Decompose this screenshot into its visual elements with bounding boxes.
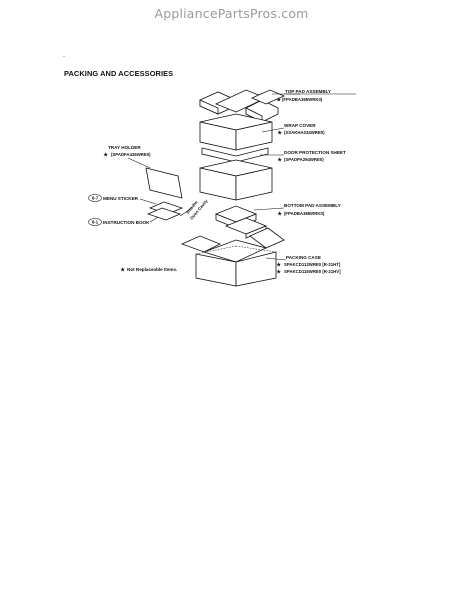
tray-holder-part-no: (SPADFA436WRE0) [111,152,151,157]
into-oven-arrow [185,205,195,213]
top-pad-label: TOP PAD ASSEMBLY [285,89,331,94]
star-icon: ★ [120,267,125,274]
star-icon: ★ [276,262,281,269]
legend-text: Not Replaceable Items. [127,267,177,272]
packing-case-part-no-2: SPAKCD115WRE0 [R-21HV] [284,269,341,274]
wrap-cover-label: WRAP COVER [284,123,316,128]
star-icon: ★ [277,157,282,164]
door-protection-part-no: (SPADPA294WRE0) [284,157,324,162]
top-pad-drawing [199,89,285,123]
star-icon: ★ [276,97,281,104]
instruction-book-label: INSTRUCTION BOOK [103,220,150,225]
bottom-pad-label: BOTTOM PAD ASSEMBLY [284,203,341,208]
tray-holder-label: TRAY HOLDER [108,145,141,150]
svg-text:6-1: 6-1 [92,220,99,225]
menu-sticker-label: MENU STICKER [103,196,139,201]
packing-case-drawing [180,227,285,287]
door-protection-label: DOOR PROTECTION SHEET [284,150,346,155]
packing-case-part-no-1: SPAKCD113WRE0 [R-21HT] [284,262,341,267]
tray-holder-drawing [145,167,183,199]
star-icon: ★ [103,152,108,159]
star-icon: ★ [276,269,281,276]
oven-drawing [199,159,273,201]
wrap-cover-part-no: (SSAKHA034WRE0) [284,130,325,135]
star-icon: ★ [277,211,282,218]
svg-text:6-7: 6-7 [92,196,99,201]
instruction-book-drawing [146,201,184,221]
instruction-book-callout: 6-1 [88,218,102,226]
wrap-cover-drawing [199,113,273,151]
section-title: PACKING AND ACCESSORIES [64,69,174,78]
packing-case-label: PACKING CASE [286,255,321,260]
watermark: AppliancePartsPros.com [154,6,309,21]
into-oven-note: Into the Oven Cavity [185,198,209,221]
top-pad-part-no: (FPADBA385WRK0) [282,97,323,102]
door-protection-drawing [201,147,269,163]
bottom-pad-part-no: (FPADBA386WRK0) [284,211,325,216]
menu-sticker-callout: 6-7 [88,194,102,202]
star-icon: ★ [277,130,282,137]
